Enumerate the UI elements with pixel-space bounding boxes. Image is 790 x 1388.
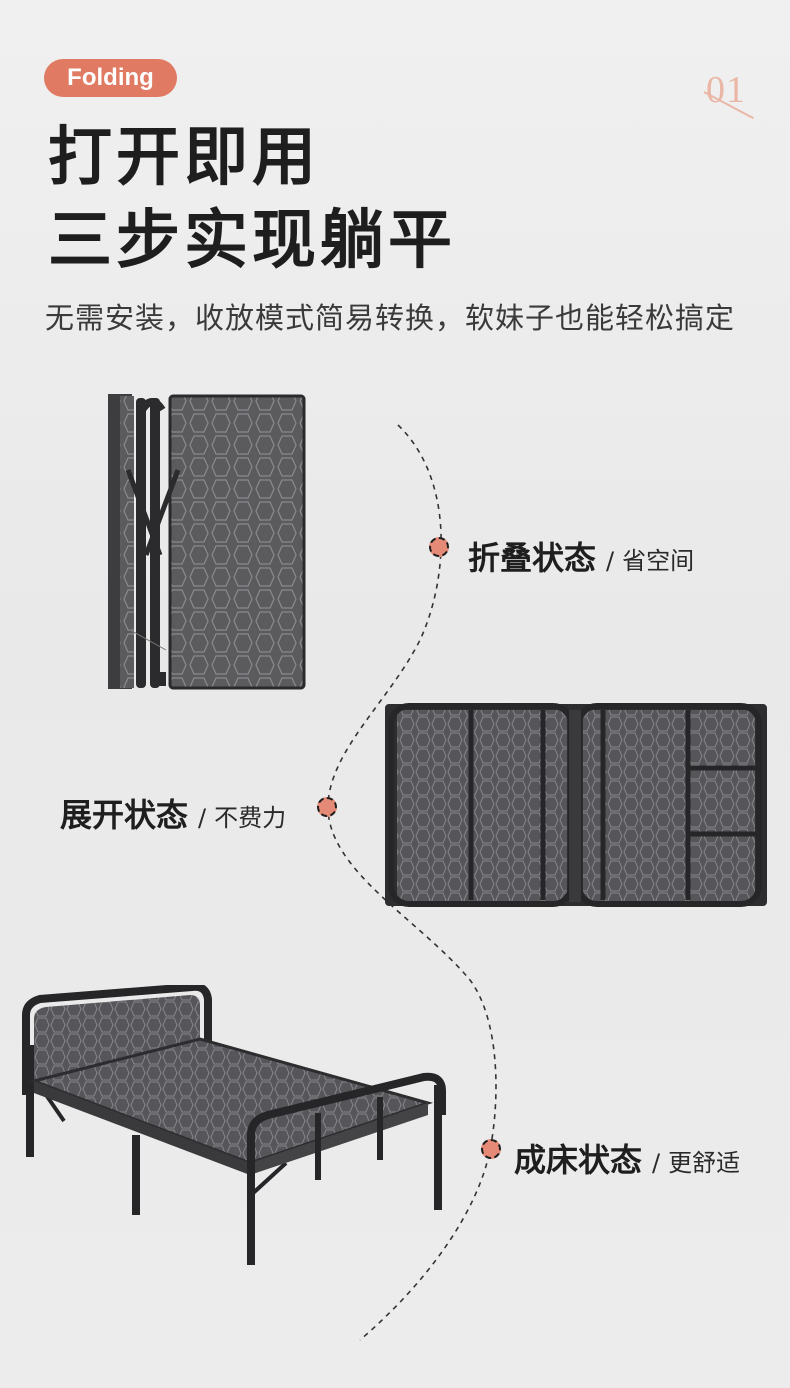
state-label-bed: 成床状态 / 更舒适	[514, 1135, 740, 1181]
headline-line-2: 三步实现躺平	[48, 204, 456, 278]
state-desc: 更舒适	[668, 1149, 741, 1177]
state-separator: /	[198, 804, 207, 832]
state-separator: /	[606, 547, 615, 575]
headline-line-1: 打开即用	[48, 121, 320, 195]
unfolded-bed-image	[385, 703, 767, 907]
state-dot-bed	[481, 1139, 501, 1159]
state-name: 成床状态	[514, 1141, 643, 1179]
state-dot-folded	[429, 537, 449, 557]
state-name: 展开状态	[60, 796, 189, 834]
state-dot-unfolded	[317, 797, 337, 817]
folded-bed-image	[108, 394, 306, 690]
state-label-unfolded: 展开状态 / 不费力	[60, 790, 286, 836]
state-name: 折叠状态	[468, 539, 597, 577]
bed-image	[22, 985, 446, 1265]
state-desc: 不费力	[214, 804, 287, 832]
state-separator: /	[652, 1149, 661, 1177]
state-desc: 省空间	[622, 547, 695, 575]
category-badge: Folding	[44, 59, 177, 97]
subtitle: 无需安装，收放模式简易转换，软妹子也能轻松搞定	[45, 301, 736, 335]
state-label-folded: 折叠状态 / 省空间	[468, 533, 694, 579]
